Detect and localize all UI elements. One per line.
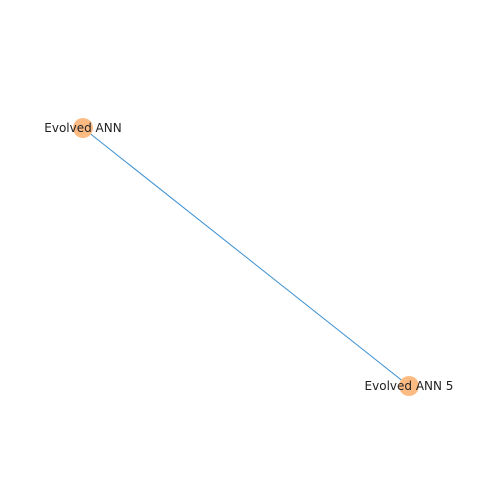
nodes-layer xyxy=(73,118,419,396)
node-evolved-ann xyxy=(73,118,93,138)
node-label-evolved-ann: Evolved ANN xyxy=(44,121,121,135)
labels-layer: Evolved ANN Evolved ANN 5 xyxy=(44,121,453,393)
edges-layer xyxy=(82,127,410,387)
node-evolved-ann-5 xyxy=(399,376,419,396)
edge-evolved-ann-to-evolved-ann-5 xyxy=(82,127,410,387)
node-label-evolved-ann-5: Evolved ANN 5 xyxy=(365,379,454,393)
